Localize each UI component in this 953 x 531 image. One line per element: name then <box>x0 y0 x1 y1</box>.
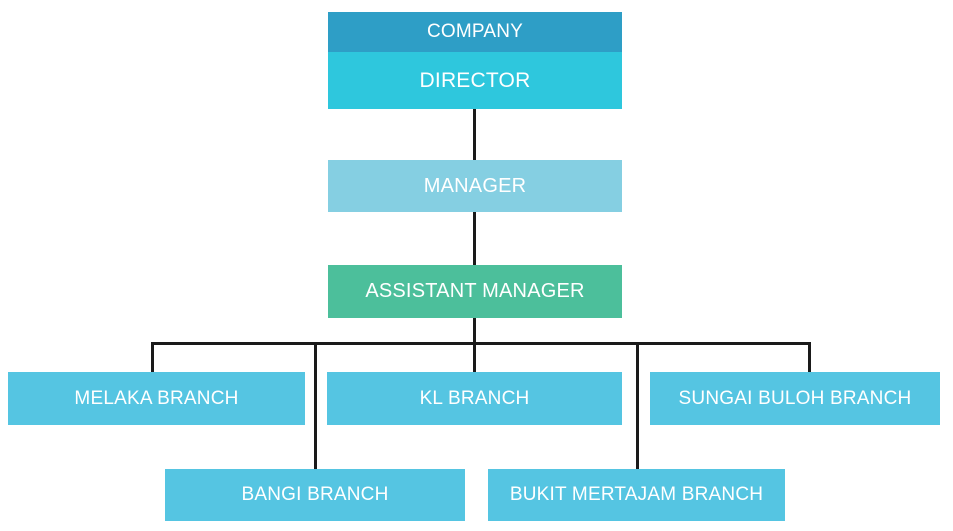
node-director: DIRECTOR <box>328 52 622 109</box>
node-kl-branch-label: KL BRANCH <box>419 387 530 409</box>
node-bangi-branch: BANGI BRANCH <box>165 469 465 521</box>
node-sungai-buloh-branch: SUNGAI BULOH BRANCH <box>650 372 940 425</box>
node-director-label: DIRECTOR <box>419 68 531 92</box>
connector-branch-bus <box>151 342 811 345</box>
node-kl-branch: KL BRANCH <box>327 372 622 425</box>
node-bangi-branch-label: BANGI BRANCH <box>241 484 389 505</box>
connector-drop-melaka-branch <box>151 342 154 372</box>
connector-drop-kl-branch <box>473 342 476 372</box>
node-sungai-buloh-branch-label: SUNGAI BULOH BRANCH <box>678 387 912 409</box>
connector-assistant-manager-to-branch-bus <box>473 318 476 344</box>
connector-manager-to-assistant-manager <box>473 212 476 265</box>
node-assistant-manager: ASSISTANT MANAGER <box>328 265 622 318</box>
connector-director-to-manager <box>473 109 476 160</box>
node-company: COMPANY <box>328 12 622 52</box>
node-manager-label: MANAGER <box>423 174 527 197</box>
connector-drop-bangi-branch <box>314 342 317 469</box>
node-assistant-manager-label: ASSISTANT MANAGER <box>365 280 585 302</box>
node-melaka-branch-label: MELAKA BRANCH <box>74 387 239 409</box>
node-manager: MANAGER <box>328 160 622 212</box>
node-bukit-mertajam-branch-label: BUKIT MERTAJAM BRANCH <box>509 484 764 505</box>
node-bukit-mertajam-branch: BUKIT MERTAJAM BRANCH <box>488 469 785 521</box>
node-melaka-branch: MELAKA BRANCH <box>8 372 305 425</box>
connector-drop-bukit-mertajam-branch <box>636 342 639 469</box>
node-company-label: COMPANY <box>426 21 524 42</box>
connector-drop-sungai-buloh-branch <box>808 342 811 372</box>
